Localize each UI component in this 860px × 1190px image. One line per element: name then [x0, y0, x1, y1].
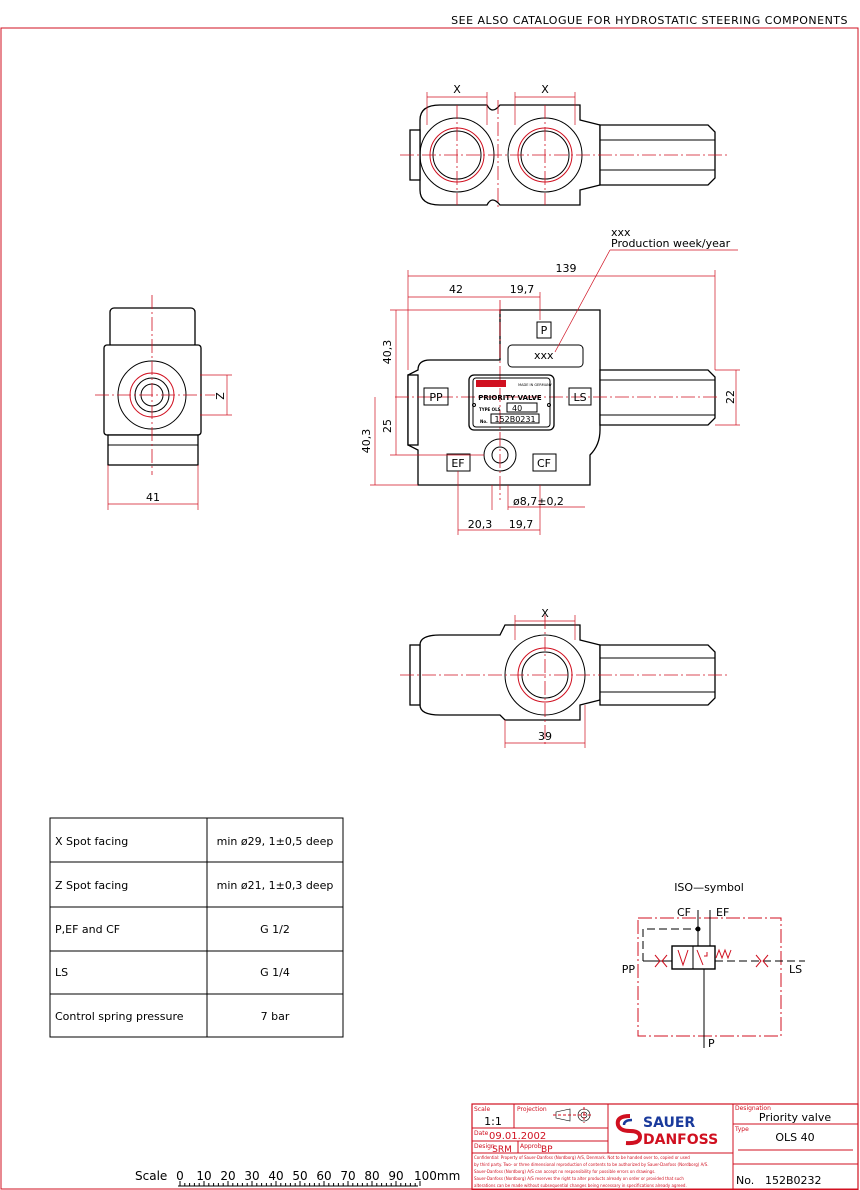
scale-tick-label: 10	[196, 1169, 211, 1183]
nameplate-logo	[476, 380, 506, 387]
designation-label: Designation	[735, 1105, 771, 1112]
dim-22: 22	[724, 390, 737, 404]
scale-tick-label: 0	[176, 1169, 184, 1183]
spec-label-1: Z Spot facing	[55, 879, 128, 892]
spec-table: X Spot facing min ø29, 1±0,5 deep Z Spot…	[49, 817, 344, 1038]
drawing-border	[0, 27, 859, 1190]
spec-value-1: min ø21, 1±0,3 deep	[217, 879, 334, 892]
header-note: SEE ALSO CATALOGUE FOR HYDROSTATIC STEER…	[451, 14, 848, 27]
iso-port-cf: CF	[677, 906, 691, 919]
spec-label-3: LS	[55, 966, 68, 979]
type-value: OLS 40	[775, 1131, 814, 1144]
projection-label: Projection	[517, 1106, 547, 1113]
side-dim-41: 41	[146, 491, 160, 504]
front-view: MADE IN GERMANY PRIORITY VALVE TYPE OLS …	[360, 226, 740, 535]
nameplate-type-label: TYPE OLS	[479, 407, 501, 412]
iso-port-ls: LS	[789, 963, 802, 976]
dim-19-7-top: 19,7	[510, 283, 535, 296]
design-value: SRM	[492, 1145, 512, 1155]
front-fitting	[599, 369, 716, 426]
scale-tick-label: 60	[316, 1169, 331, 1183]
approb-value: BP	[541, 1145, 553, 1155]
dim-139: 139	[556, 262, 577, 275]
iso-port-p: P	[708, 1037, 715, 1050]
logo-danfoss: DANFOSS	[643, 1132, 718, 1148]
port-cf-label: CF	[537, 457, 551, 470]
designation-value: Priority valve	[759, 1111, 831, 1124]
bottom-dim-x: X	[541, 607, 549, 620]
top-dim-x-right: X	[541, 83, 549, 96]
side-view: Z 41	[95, 295, 232, 510]
spec-label-4: Control spring pressure	[55, 1010, 184, 1023]
nameplate-type-value: 40	[512, 404, 522, 413]
port-ef-label: EF	[451, 457, 464, 470]
logo-sauer: SAUER	[643, 1115, 695, 1131]
spec-label-2: P,EF and CF	[55, 923, 120, 936]
confidential-line: alterations can be made without subseque…	[474, 1183, 687, 1188]
scale-tick-label: 100mm	[414, 1169, 460, 1183]
scale-tick-label: 40	[268, 1169, 283, 1183]
dim-19-7-bottom: 19,7	[509, 518, 534, 531]
callout-production-week: Production week/year	[611, 237, 731, 250]
iso-symbol-title: ISO—symbol	[674, 881, 744, 894]
scale-tick-label: 80	[364, 1169, 379, 1183]
plate-code: xxx	[534, 349, 554, 362]
nameplate-made-in: MADE IN GERMANY	[518, 383, 553, 387]
port-p-label: P	[541, 324, 548, 337]
iso-port-ef: EF	[716, 906, 729, 919]
dim-42: 42	[449, 283, 463, 296]
nameplate-title: PRIORITY VALVE	[478, 394, 542, 402]
scale-tick-label: 30	[244, 1169, 259, 1183]
bottom-dim-39: 39	[538, 730, 552, 743]
nameplate: MADE IN GERMANY PRIORITY VALVE TYPE OLS …	[468, 374, 555, 431]
scale-bar: Scale 0 10 20 30 40 50 60 70 80 90 100mm	[135, 1169, 460, 1187]
confidential-line: Sauer-Danfoss (Nordborg) A/S can accept …	[474, 1169, 656, 1174]
confidential-line: Sauer-Danfoss (Nordborg) A/S reserves th…	[474, 1176, 684, 1181]
scale-tick-label: 90	[388, 1169, 403, 1183]
dim-20-3: 20,3	[468, 518, 493, 531]
nameplate-no-label: No.	[480, 419, 488, 424]
date-value: 09.01.2002	[489, 1131, 546, 1142]
dim-40-3-upper: 40,3	[381, 340, 394, 365]
confidential-line: by third party. Two- or three dimensiona…	[474, 1162, 708, 1167]
bottom-view: X 39	[400, 607, 730, 748]
spec-value-2: G 1/2	[260, 923, 290, 936]
spec-value-4: 7 bar	[261, 1010, 290, 1023]
port-pp-label: PP	[429, 391, 443, 404]
scale-tick-label: 50	[292, 1169, 307, 1183]
top-view: X X	[400, 83, 730, 210]
port-ls-label: LS	[573, 391, 586, 404]
confidential-line: Confidential: Property of Sauer-Danfoss …	[474, 1155, 690, 1160]
front-body-outline	[407, 309, 601, 486]
dim-25: 25	[381, 419, 394, 433]
title-block: Scale 1:1 Projection Date 09.01.2002 Des…	[471, 1103, 859, 1190]
drawing-no-value: 152B0232	[765, 1174, 822, 1187]
dim-hole-diameter: ø8,7±0,2	[513, 495, 564, 508]
design-label: Design	[474, 1143, 495, 1150]
type-label: Type	[734, 1126, 749, 1133]
scale-tick-label: 70	[340, 1169, 355, 1183]
date-label: Date	[474, 1130, 489, 1137]
iso-symbol: ISO—symbol CF EF PP LS P	[622, 881, 805, 1050]
dim-40-3-lower: 40,3	[360, 429, 373, 454]
projection-symbol-icon	[553, 1107, 592, 1123]
iso-port-pp: PP	[622, 963, 636, 976]
top-dim-x-left: X	[453, 83, 461, 96]
scale-label: Scale	[474, 1106, 490, 1113]
scale-value: 1:1	[484, 1115, 502, 1128]
side-dim-z: Z	[214, 392, 227, 400]
approb-label: Approb.	[520, 1143, 544, 1150]
sauer-danfoss-logo: SAUER DANFOSS	[615, 1114, 718, 1148]
callout-code: xxx	[611, 226, 631, 239]
spec-value-0: min ø29, 1±0,5 deep	[217, 835, 334, 848]
spec-value-3: G 1/4	[260, 966, 290, 979]
confidential-note: Confidential: Property of Sauer-Danfoss …	[474, 1155, 708, 1188]
scale-bar-label: Scale	[135, 1169, 167, 1183]
nameplate-no-value: 152B0231	[494, 415, 535, 424]
scale-tick-label: 20	[220, 1169, 235, 1183]
drawing-no-label: No.	[736, 1174, 754, 1187]
spec-label-0: X Spot facing	[55, 835, 128, 848]
